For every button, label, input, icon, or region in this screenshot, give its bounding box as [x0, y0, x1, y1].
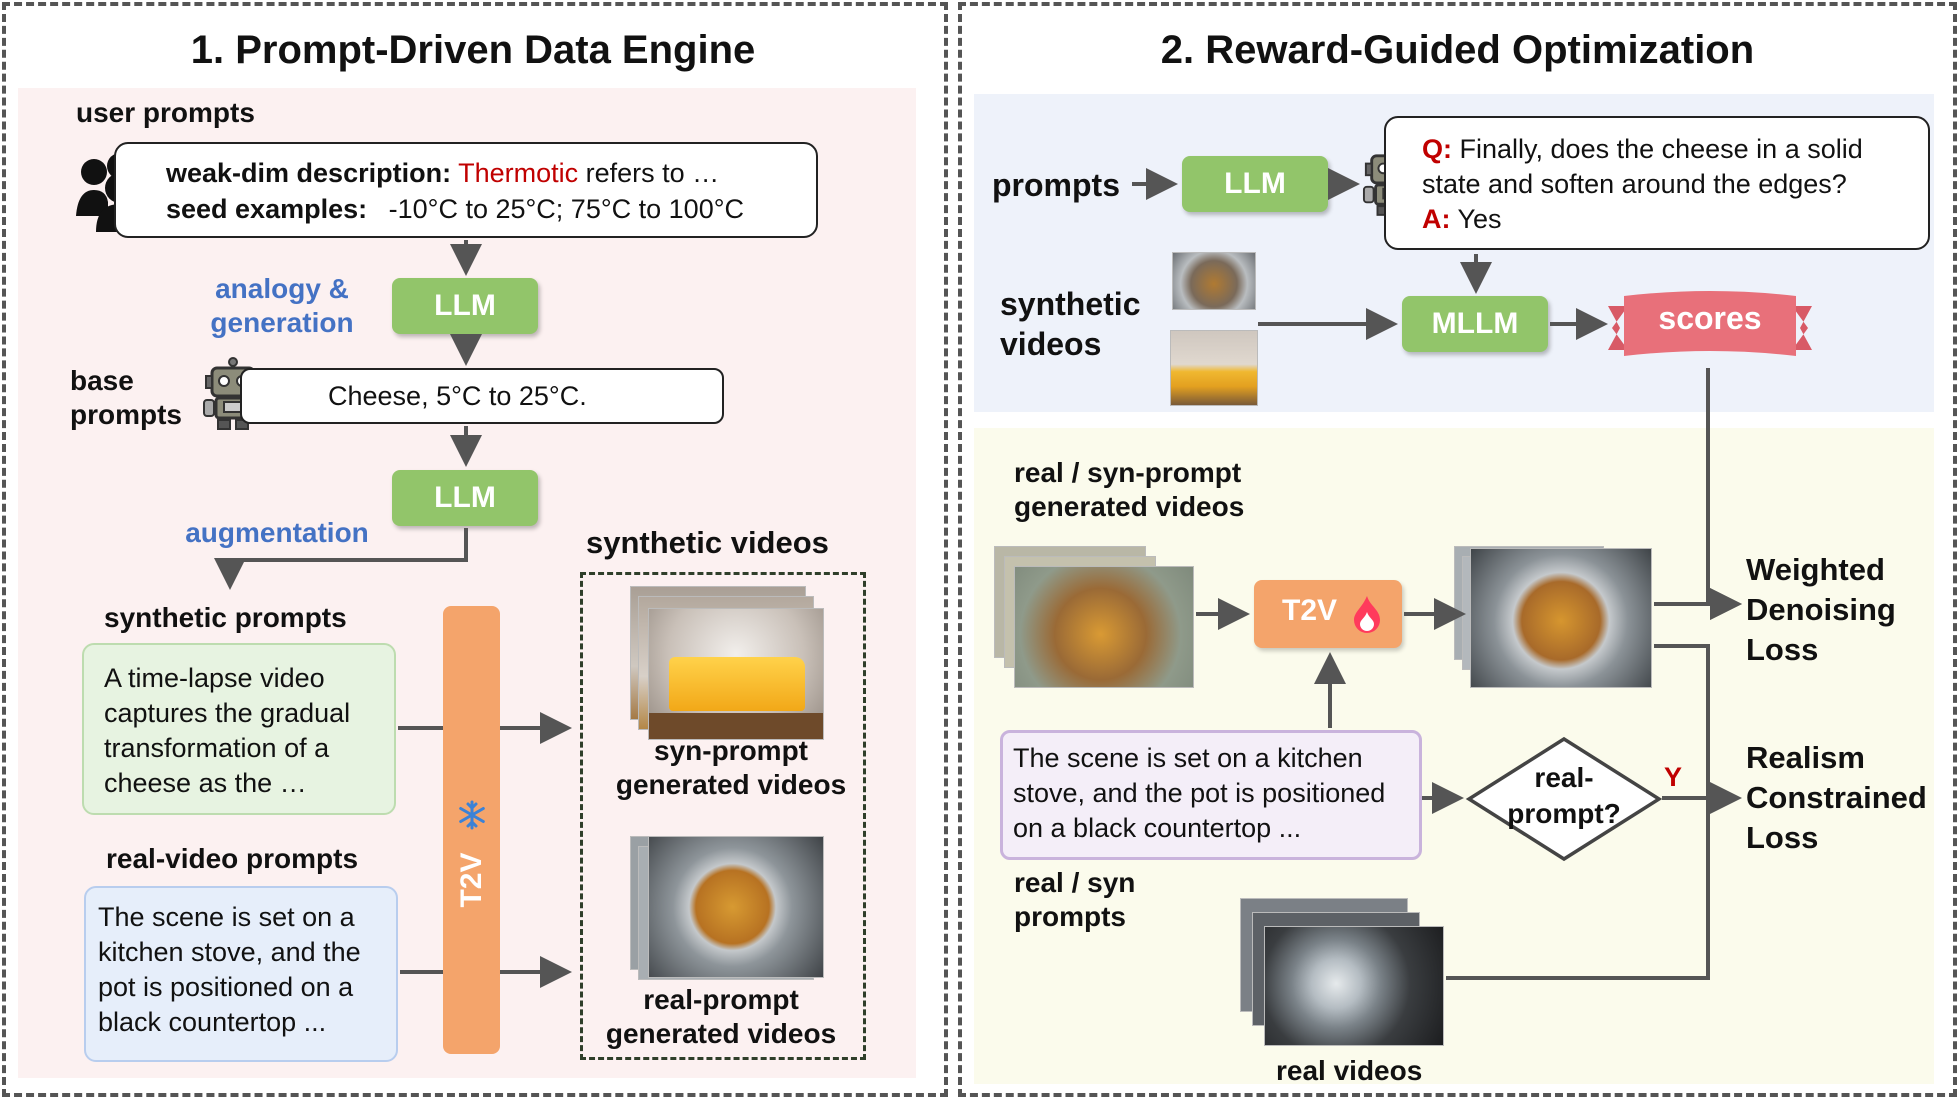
right-panel-border: [958, 2, 1957, 1097]
answer-text: Yes: [1457, 204, 1502, 234]
weak-dim-highlight: Thermotic: [458, 158, 579, 188]
scores-banner: scores: [1606, 290, 1814, 366]
seed-examples-value: -10°C to 25°C; 75°C to 100°C: [388, 194, 745, 224]
weighted-loss-label: Weighted Denoising Loss: [1746, 552, 1896, 667]
real-syn-prompts-label: real / syn prompts: [1014, 867, 1136, 932]
left-panel-border: [2, 2, 948, 1097]
question-text: Finally, does the cheese in a solid stat…: [1422, 134, 1863, 199]
real-videos-label: real videos: [1276, 1055, 1423, 1086]
base-prompt-text: Cheese, 5°C to 25°C.: [328, 381, 587, 411]
real-video-prompt-text: The scene is set on a kitchen stove, and…: [98, 902, 361, 1037]
real-syn-videos-label: real / syn-prompt generated videos: [1014, 457, 1245, 522]
prompts-label: prompts: [992, 167, 1120, 203]
real-video-prompts-label: real-video prompts: [106, 843, 359, 874]
real-prompt-video-thumb-front: [648, 836, 824, 978]
right-panel-title: 2. Reward-Guided Optimization: [1160, 28, 1755, 72]
weak-dim-key: weak-dim description:: [166, 158, 452, 188]
line-output-to-decision-branch: [1654, 644, 1710, 798]
user-prompts-box: weak-dim description: Thermotic refers t…: [114, 142, 818, 238]
synthetic-video-thumb-1: [1172, 252, 1256, 310]
t2v-trainable-box: T2V: [1254, 580, 1402, 648]
output-video-thumb-front: [1470, 548, 1652, 688]
real-prompt-videos-label: real-prompt generated videos: [605, 984, 837, 1049]
right-prompt-box: The scene is set on a kitchen stove, and…: [1000, 730, 1422, 860]
arrow-llm2-to-synthetic: [214, 528, 468, 590]
augmentation-label: augmentation: [185, 517, 369, 548]
left-panel-title: 1. Prompt-Driven Data Engine: [190, 28, 756, 72]
weak-dim-rest: refers to …: [585, 158, 720, 188]
real-video-prompt-box: The scene is set on a kitchen stove, and…: [84, 886, 398, 1062]
synthetic-prompt-box: A time-lapse video captures the gradual …: [82, 643, 396, 815]
t2v-trainable-label: T2V: [1282, 594, 1338, 627]
input-video-thumb-front: [1014, 566, 1194, 688]
cheese-block: [669, 657, 805, 711]
qa-box: Q: Finally, does the cheese in a solid s…: [1384, 116, 1930, 250]
a-prefix: A:: [1422, 204, 1451, 234]
line-real-videos-to-realism: [1446, 798, 1710, 980]
base-prompt-box: Cheese, 5°C to 25°C.: [240, 368, 724, 424]
seed-examples-key: seed examples:: [166, 194, 368, 224]
synthetic-prompt-text: A time-lapse video captures the gradual …: [104, 663, 351, 798]
synthetic-videos-label: synthetic videos: [1000, 286, 1141, 362]
scores-label: scores: [1658, 300, 1762, 336]
mllm-box: MLLM: [1402, 296, 1548, 352]
synthetic-video-thumb-2: [1170, 330, 1258, 406]
realism-loss-label: Realism Constrained Loss: [1746, 740, 1927, 855]
arrow-scores-to-weighted-loss: [1706, 368, 1742, 620]
right-prompt-text: The scene is set on a kitchen stove, and…: [1013, 743, 1386, 843]
synthetic-prompts-label: synthetic prompts: [104, 602, 347, 633]
base-prompts-label: base prompts: [70, 365, 182, 430]
synthetic-videos-frame: [580, 572, 866, 1060]
real-prompt-decision: real-prompt?: [1465, 736, 1663, 862]
syn-video-thumb-front: [648, 608, 824, 740]
syn-prompt-videos-label: syn-prompt generated videos: [615, 735, 847, 800]
analogy-generation-label: analogy & generation: [210, 273, 354, 338]
llm-box-2: LLM: [392, 470, 538, 526]
t2v-frozen-bar: [443, 606, 500, 1054]
decision-label: real-prompt?: [1507, 762, 1621, 829]
snowflake-icon: [457, 800, 487, 830]
flame-icon: [1352, 594, 1382, 634]
q-prefix: Q:: [1422, 134, 1452, 164]
real-video-thumb-front: [1264, 926, 1444, 1046]
user-prompts-label: user prompts: [76, 97, 255, 128]
llm-box-right: LLM: [1182, 156, 1328, 212]
llm-box-1: LLM: [392, 278, 538, 334]
yes-mark: Y: [1664, 762, 1683, 792]
synthetic-videos-title: synthetic videos: [586, 525, 829, 560]
